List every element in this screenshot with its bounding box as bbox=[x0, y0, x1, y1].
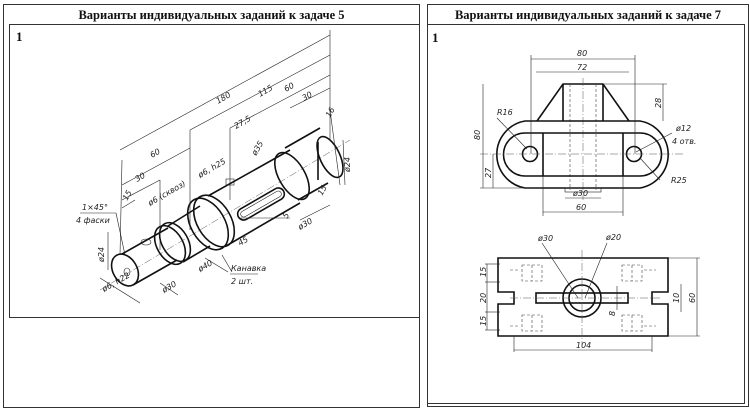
dim-r16: R16 bbox=[497, 108, 513, 117]
dim-top-d20: ø20 bbox=[605, 233, 621, 242]
dim-28-height: 28 bbox=[654, 98, 663, 108]
dim-rib-8: 8 bbox=[608, 311, 617, 316]
dim-15-left: 15 bbox=[121, 189, 134, 202]
dim-slot-10: 10 bbox=[672, 293, 681, 303]
dim-60-right: 60 bbox=[283, 81, 296, 94]
label-groove: Канавка bbox=[231, 264, 266, 273]
dim-27-height: 27 bbox=[484, 167, 493, 178]
shaft-segment-d30 bbox=[153, 205, 211, 266]
hidden-holes bbox=[510, 264, 656, 332]
dim-72-width: 72 bbox=[577, 63, 587, 72]
dim-height-60: 60 bbox=[688, 293, 697, 303]
dim-r25: R25 bbox=[671, 176, 687, 185]
top-view bbox=[485, 242, 700, 352]
dim-d24-left: ø24 bbox=[97, 247, 106, 263]
dim-80-height: 80 bbox=[473, 130, 482, 140]
shaft-axis bbox=[99, 139, 351, 291]
right-panel-title: Варианты индивидуальных заданий к задаче… bbox=[454, 8, 722, 22]
right-variant-frame bbox=[427, 24, 745, 404]
dim-15-right: 15 bbox=[316, 184, 329, 197]
dim-30-left: 30 bbox=[134, 171, 147, 184]
dim-chamfer: 1×45° bbox=[82, 203, 108, 212]
label-groove-count: 2 шт. bbox=[231, 277, 253, 286]
dim-60-left: 60 bbox=[149, 147, 162, 160]
dim-80-width: 80 bbox=[577, 49, 587, 58]
dim-15-top: 15 bbox=[479, 267, 488, 277]
base-plate-outline bbox=[496, 120, 669, 189]
top-view-outline bbox=[497, 257, 669, 337]
shaft-segment-d35 bbox=[207, 149, 310, 247]
shaft-dimension-lines bbox=[80, 30, 346, 304]
dim-chamfer-note: 4 фаски bbox=[76, 216, 110, 225]
dim-length-104: 104 bbox=[576, 341, 591, 350]
dim-5: 5 bbox=[281, 211, 291, 220]
right-variant-number: 1 bbox=[432, 30, 439, 45]
left-variant-frame bbox=[9, 24, 420, 318]
left-panel-title: Варианты индивидуальных заданий к задаче… bbox=[78, 8, 345, 22]
keyway-slot bbox=[236, 187, 286, 221]
dim-boss-d30: ø30 bbox=[572, 189, 588, 198]
dim-30-right: 30 bbox=[301, 90, 314, 103]
dim-60-width: 60 bbox=[576, 203, 586, 212]
dim-d24-right: ø24 bbox=[343, 157, 352, 173]
left-variant-number: 1 bbox=[16, 29, 23, 44]
dim-45: 45 bbox=[237, 235, 250, 248]
shaft-segment-right bbox=[284, 127, 344, 201]
right-panel-frame bbox=[427, 4, 749, 407]
front-view bbox=[480, 55, 685, 216]
dim-hole-d12: ø12 bbox=[675, 124, 691, 133]
dim-20: 20 bbox=[479, 293, 488, 303]
dim-15-bottom: 15 bbox=[479, 316, 488, 326]
dim-hole-count: 4 отв. bbox=[672, 137, 696, 146]
dim-top-d30: ø30 bbox=[537, 234, 553, 243]
dim-16: 16 bbox=[324, 106, 337, 119]
shaft-isometric-drawing: 180 115 60 30 16 27,5 60 30 15 15 45 5 ø… bbox=[76, 30, 352, 304]
